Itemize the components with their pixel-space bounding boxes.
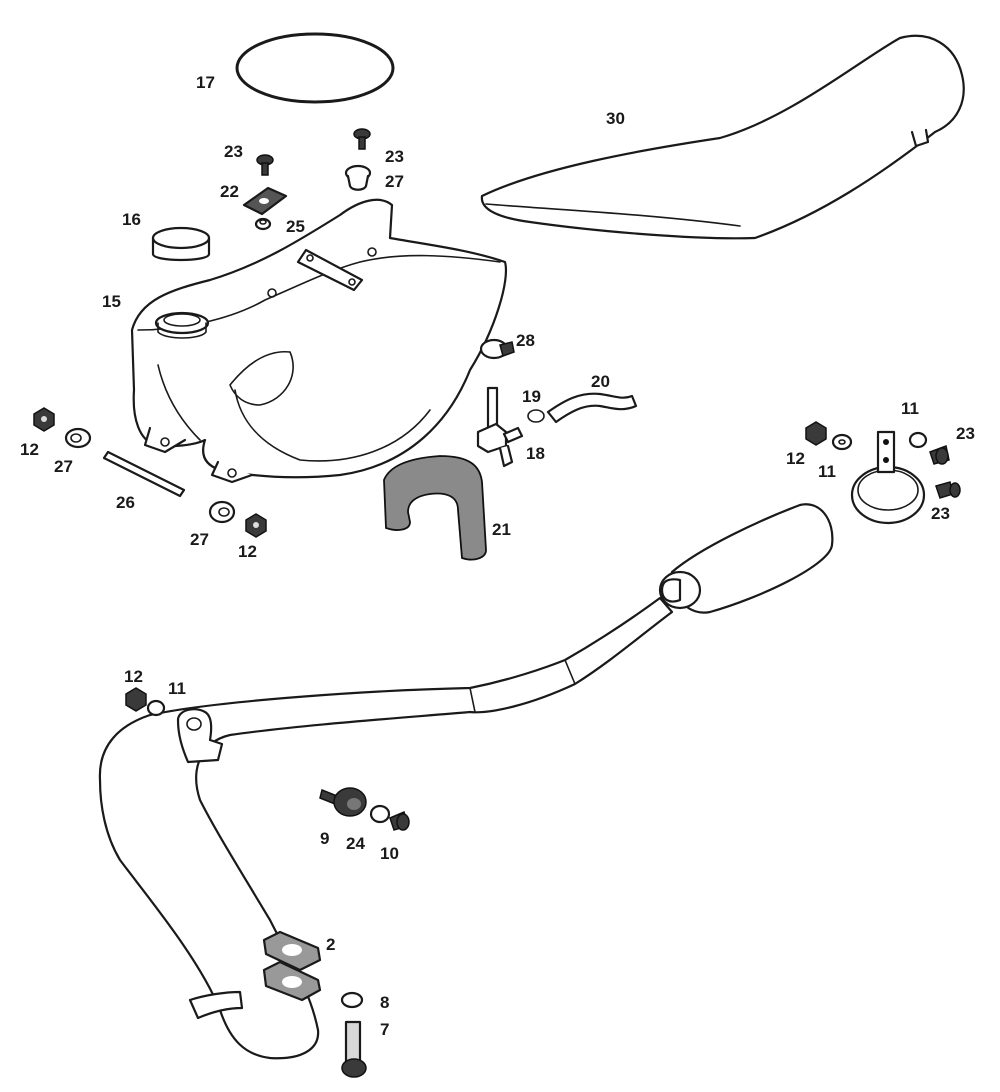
label-8: 8 xyxy=(380,993,389,1012)
label-23-top-left: 23 xyxy=(224,142,243,161)
screw-part-23-right xyxy=(353,128,371,150)
label-10: 10 xyxy=(380,844,399,863)
label-7: 7 xyxy=(380,1020,389,1039)
bolt-part-23-right-bottom xyxy=(935,481,961,499)
nut-part-12-left xyxy=(33,407,55,432)
fuel-tap-part-18 xyxy=(476,386,524,468)
bolt-part-10 xyxy=(389,810,410,831)
label-11-right: 11 xyxy=(818,462,836,481)
label-21: 21 xyxy=(492,520,511,539)
label-27-lower: 27 xyxy=(190,530,209,549)
clamp-part-28 xyxy=(479,338,515,360)
label-19: 19 xyxy=(522,387,541,406)
label-23-top-right: 23 xyxy=(385,147,404,166)
exhaust-pipe xyxy=(98,596,674,1060)
label-11-top: 11 xyxy=(901,399,919,418)
gasket-part-2-lower xyxy=(262,960,322,1002)
washer-part-11-pipe xyxy=(146,699,166,717)
label-12-lower: 12 xyxy=(238,542,257,561)
label-12-pipe: 12 xyxy=(124,667,143,686)
label-24: 24 xyxy=(346,834,365,853)
cap-part-16 xyxy=(151,226,211,262)
o-ring-part-17 xyxy=(235,32,395,104)
label-18: 18 xyxy=(526,444,545,463)
washer-part-8 xyxy=(340,991,364,1009)
nut-part-12-lower xyxy=(245,513,267,538)
label-25: 25 xyxy=(286,217,305,236)
washer-part-24 xyxy=(369,804,391,824)
label-30: 30 xyxy=(606,109,625,128)
label-20: 20 xyxy=(591,372,610,391)
foam-rubber-part-21 xyxy=(383,455,487,561)
clamp-part-11 xyxy=(850,430,926,525)
bush-part-27-lower xyxy=(208,500,236,524)
washer-part-11-right xyxy=(831,433,853,451)
label-15: 15 xyxy=(102,292,121,311)
label-26: 26 xyxy=(116,493,135,512)
fuel-tank-part-15 xyxy=(130,198,507,484)
label-16: 16 xyxy=(122,210,141,229)
washer-part-11-top xyxy=(908,431,928,449)
label-27-left: 27 xyxy=(54,457,73,476)
screw-part-23-left xyxy=(256,154,274,176)
grommet-part-25 xyxy=(254,217,272,231)
bolt-part-7 xyxy=(341,1020,367,1078)
bush-part-27-left xyxy=(64,427,92,449)
stud-part-26 xyxy=(102,450,186,498)
label-23-right-top: 23 xyxy=(956,424,975,443)
label-12-left: 12 xyxy=(20,440,39,459)
label-28: 28 xyxy=(516,331,535,350)
label-17: 17 xyxy=(196,73,215,92)
seat-part-30 xyxy=(480,34,965,240)
nut-part-12-right xyxy=(805,421,827,446)
rubber-mount-part-24 xyxy=(333,787,367,817)
gasket-part-2-upper xyxy=(262,930,322,972)
silencer xyxy=(658,503,834,614)
label-2: 2 xyxy=(326,935,335,954)
label-22: 22 xyxy=(220,182,239,201)
label-9: 9 xyxy=(320,829,329,848)
nut-part-12-pipe xyxy=(125,687,147,712)
bolt-part-23-right-top xyxy=(929,444,950,465)
bush-part-27-top xyxy=(344,164,372,191)
fuel-hose-part-20 xyxy=(546,392,638,424)
label-27-top: 27 xyxy=(385,172,404,191)
label-11-pipe: 11 xyxy=(168,679,186,698)
label-12-right: 12 xyxy=(786,449,805,468)
hose-clip-part-19 xyxy=(527,409,545,423)
bracket-part-22 xyxy=(242,186,288,216)
label-23-right-bottom: 23 xyxy=(931,504,950,523)
